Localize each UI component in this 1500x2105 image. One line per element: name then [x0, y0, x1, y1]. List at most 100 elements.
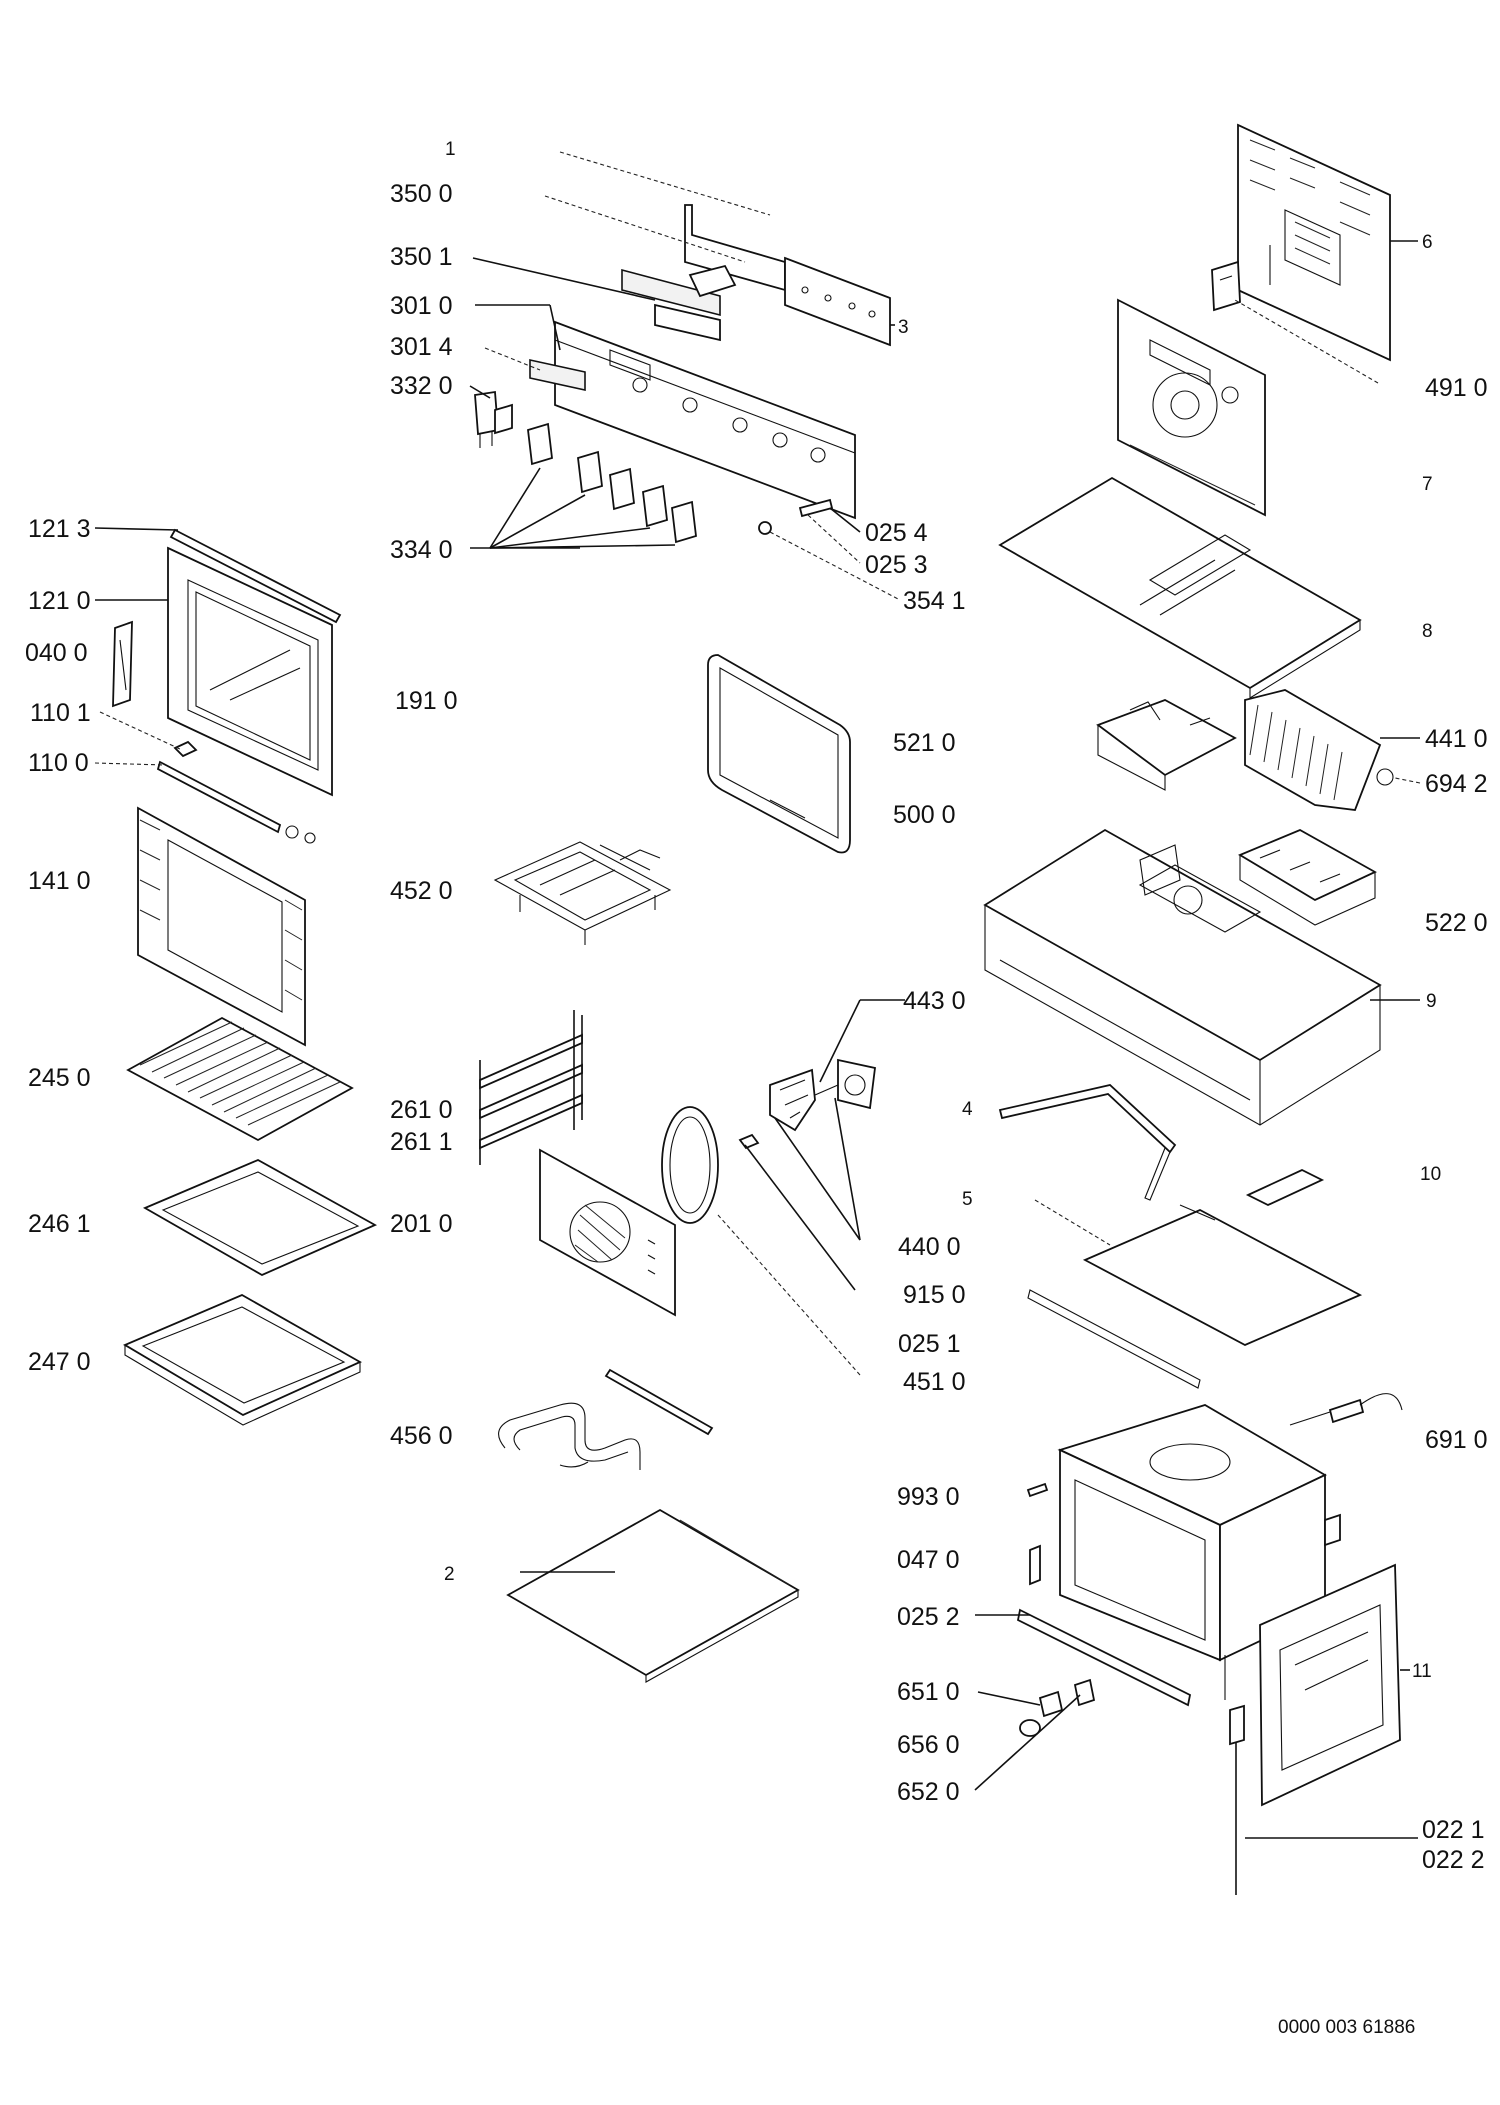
rear-fan-cover — [539, 1148, 676, 1317]
bottom-heating-element — [498, 1368, 714, 1470]
leader-lines — [94, 151, 1421, 1839]
shallow-tray — [142, 1158, 378, 1277]
side-strip — [998, 1084, 1177, 1201]
insulation-panel — [1245, 1169, 1325, 1206]
label-p6510: 651 0 — [897, 1678, 960, 1706]
label-p0470: 047 0 — [897, 1546, 960, 1574]
door-hinge — [112, 620, 133, 708]
label-p9150: 915 0 — [903, 1281, 966, 1309]
wire-rack — [126, 1016, 354, 1142]
door-hinge-rod — [1229, 1704, 1245, 1895]
label-p6910: 691 0 — [1425, 1426, 1488, 1454]
label-p6942: 694 2 — [1425, 770, 1488, 798]
door-top-trim — [169, 528, 342, 624]
label-p5000: 500 0 — [893, 801, 956, 829]
cooling-fan-housing — [1117, 298, 1266, 517]
inner-door-frame — [167, 546, 333, 797]
base-frame — [1027, 1204, 1363, 1389]
label-p1213: 121 3 — [28, 515, 91, 543]
convection-fan — [769, 1058, 876, 1132]
label-p4560: 456 0 — [390, 1422, 453, 1450]
label-p5220: 522 0 — [1425, 909, 1488, 937]
label-p3541: 354 1 — [903, 587, 966, 615]
label-p2611: 261 1 — [390, 1128, 453, 1156]
label-p5: 5 — [962, 1189, 973, 1210]
label-p1: 1 — [445, 139, 456, 160]
part-number-labels: 1 350 0 350 1 301 0 301 4 332 0 334 0 3 … — [25, 139, 1488, 2038]
ring-heating-element — [661, 1106, 719, 1224]
front-door-frame — [1259, 1563, 1401, 1807]
label-p11: 11 — [1412, 1661, 1432, 1682]
label-p3501: 350 1 — [390, 243, 453, 271]
label-p1910: 191 0 — [395, 687, 458, 715]
document-number: 0000 003 61886 — [1278, 2017, 1415, 2038]
label-p6: 6 — [1422, 232, 1433, 253]
oven-base-plate — [506, 1508, 800, 1683]
label-p0253: 025 3 — [865, 551, 928, 579]
thermostat-probe — [1289, 1393, 1403, 1426]
oven-chassis-frame — [983, 828, 1382, 1126]
oven-gasket — [707, 654, 851, 854]
fan-nut — [738, 1133, 760, 1150]
label-p3320: 332 0 — [390, 372, 453, 400]
label-p2610: 261 0 — [390, 1096, 453, 1124]
top-cover — [998, 476, 1362, 699]
label-p4: 4 — [962, 1099, 973, 1120]
deep-tray — [123, 1293, 362, 1426]
label-p2461: 246 1 — [28, 1210, 91, 1238]
label-p0254: 025 4 — [865, 519, 928, 547]
label-p10: 10 — [1420, 1164, 1441, 1185]
control-relay-module — [1096, 699, 1237, 791]
label-p1100: 110 0 — [28, 749, 89, 777]
label-p2470: 247 0 — [28, 1348, 91, 1376]
control-panel-trim — [684, 204, 891, 347]
label-p4400: 440 0 — [898, 1233, 961, 1261]
label-p3010: 301 0 — [390, 292, 453, 320]
oven-cavity — [1057, 1404, 1341, 1700]
label-p4430: 443 0 — [903, 987, 966, 1015]
label-p8: 8 — [1422, 621, 1433, 642]
label-p3340: 334 0 — [390, 536, 453, 564]
label-p4910: 491 0 — [1425, 374, 1488, 402]
label-p4520: 452 0 — [390, 877, 453, 905]
switch — [474, 390, 513, 448]
label-p0221: 022 1 — [1422, 1816, 1485, 1844]
electronic-module — [621, 264, 737, 342]
grill-element — [493, 841, 672, 945]
panel-fixings — [758, 498, 834, 535]
label-p6560: 656 0 — [897, 1731, 960, 1759]
label-p7: 7 — [1422, 474, 1433, 495]
label-p5210: 521 0 — [893, 729, 956, 757]
label-p3500: 350 0 — [390, 180, 453, 208]
control-knobs — [470, 422, 697, 549]
control-panel — [554, 320, 856, 520]
shelf-runners — [479, 1010, 583, 1165]
label-p6520: 652 0 — [897, 1778, 960, 1806]
label-p2450: 245 0 — [28, 1064, 91, 1092]
cavity-fixings — [1016, 1482, 1192, 1707]
label-p3: 3 — [898, 317, 909, 338]
terminal-block — [1238, 829, 1377, 926]
label-p4510: 451 0 — [903, 1368, 966, 1396]
tangential-blower — [1244, 689, 1394, 811]
label-p4410: 441 0 — [1425, 725, 1488, 753]
label-p9930: 993 0 — [897, 1483, 960, 1511]
oven-lamp — [1019, 1678, 1096, 1737]
label-p0400: 040 0 — [25, 639, 88, 667]
mounting-bracket — [1211, 260, 1241, 312]
display-window — [529, 359, 586, 391]
label-p0222: 022 2 — [1422, 1846, 1485, 1874]
rear-cover-panel — [1237, 123, 1391, 362]
label-p1101: 110 1 — [30, 699, 91, 727]
label-p2: 2 — [444, 1564, 455, 1585]
label-p1210: 121 0 — [28, 587, 91, 615]
door-bracket-parts — [156, 740, 316, 844]
label-p2010: 201 0 — [390, 1210, 453, 1238]
outer-door-glass — [137, 806, 306, 1047]
label-p3014: 301 4 — [390, 333, 453, 361]
label-p1410: 141 0 — [28, 867, 91, 895]
label-p9: 9 — [1426, 991, 1437, 1012]
label-p0252: 025 2 — [897, 1603, 960, 1631]
